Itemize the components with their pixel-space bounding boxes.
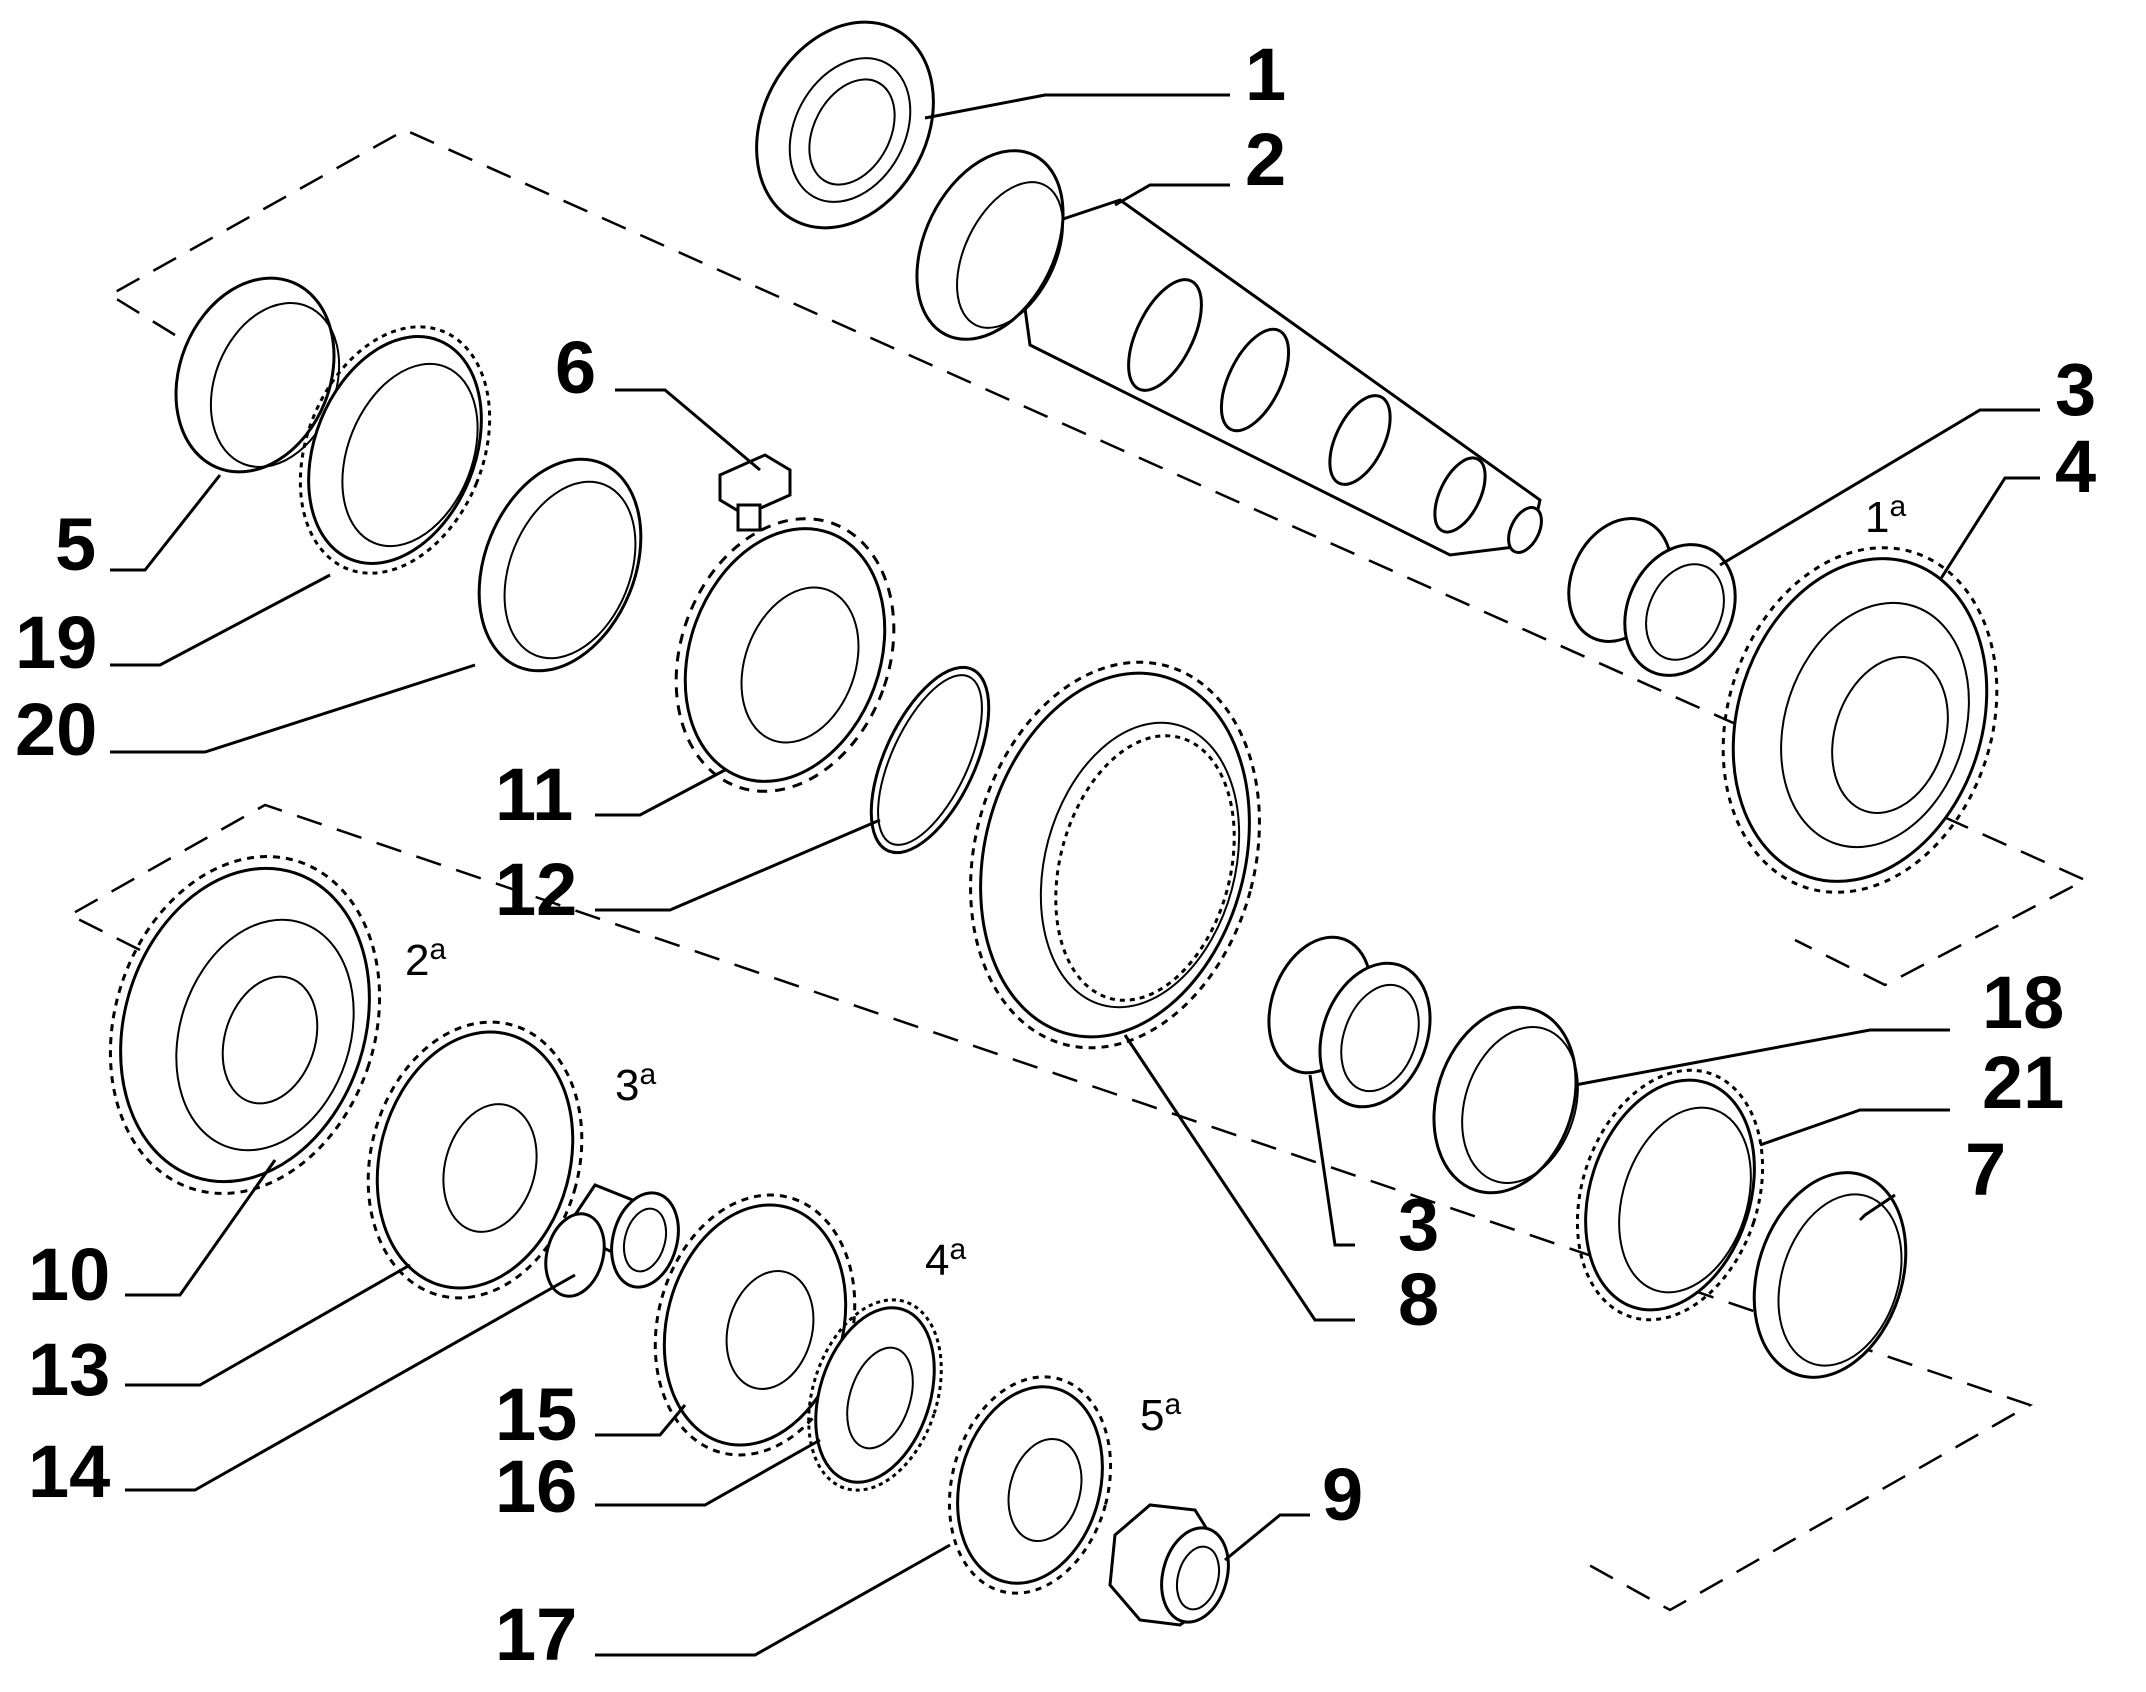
callout-4: 4 (2055, 425, 2096, 508)
synchro-hub-11 (674, 517, 896, 793)
leader-lines (110, 93, 2040, 1657)
main-shaft-2 (915, 149, 1543, 557)
gear-label-3: 3a (615, 1058, 656, 1110)
gear-13-third (366, 1020, 584, 1300)
toothed-ring-16 (807, 1298, 943, 1492)
callout-5: 5 (55, 503, 96, 586)
bearing-1 (755, 20, 935, 230)
shift-key-6 (718, 453, 792, 532)
callout-15: 15 (495, 1373, 577, 1456)
assembly-boundaries (67, 128, 2088, 1612)
callout-12: 12 (495, 848, 577, 931)
callout-8: 8 (1398, 1258, 1439, 1341)
synchro-ring-18 (1432, 1005, 1579, 1195)
gear-17-fifth (947, 1375, 1113, 1595)
callout-19: 19 (15, 601, 97, 684)
inner-ring-7 (1752, 1171, 1908, 1379)
callout-16: 16 (495, 1445, 577, 1528)
synchro-ring-5 (174, 276, 341, 474)
gear-ratio-labels: 1a 2a 3a 4a 5a (405, 490, 1906, 1440)
synchro-cone-19 (298, 325, 492, 575)
nut-9 (1108, 1503, 1230, 1627)
callout-20: 20 (15, 688, 97, 771)
callout-3-lower: 3 (1398, 1183, 1439, 1266)
callout-17: 17 (495, 1593, 577, 1676)
gear-4-first (1721, 546, 1999, 894)
gear-label-2: 2a (405, 933, 446, 985)
spacer-bushing-14 (544, 1183, 680, 1298)
callout-13: 13 (28, 1328, 110, 1411)
lower-assembly-boundary (67, 803, 2034, 1612)
callout-7: 7 (1965, 1128, 2006, 1211)
needle-bearing-3-lower (1267, 935, 1432, 1109)
callout-10: 10 (28, 1233, 110, 1316)
callout-21: 21 (1982, 1041, 2064, 1124)
inner-ring-20 (477, 457, 643, 673)
gear-label-4: 4a (925, 1233, 966, 1285)
callout-2: 2 (1245, 118, 1286, 201)
sleeve-gear-8 (969, 660, 1261, 1050)
snap-ring-12 (869, 665, 991, 855)
callout-11: 11 (495, 753, 573, 836)
gear-label-5: 5a (1140, 1388, 1181, 1440)
needle-bearing-3-upper (1567, 517, 1737, 677)
callout-3-upper: 3 (2055, 348, 2096, 431)
callout-9: 9 (1322, 1453, 1363, 1536)
callout-1: 1 (1245, 33, 1286, 116)
callout-6: 6 (555, 326, 596, 409)
upper-assembly-boundary (107, 128, 2088, 987)
callout-labels: 1 2 3 4 5 6 7 8 9 10 11 12 13 14 15 16 1… (15, 33, 2096, 1676)
callout-18: 18 (1982, 961, 2064, 1044)
gear-label-1: 1a (1865, 490, 1906, 542)
gear-10-second (108, 855, 382, 1195)
parts (108, 20, 1999, 1627)
synchro-cone-21 (1575, 1068, 1765, 1322)
callout-14: 14 (28, 1430, 110, 1513)
